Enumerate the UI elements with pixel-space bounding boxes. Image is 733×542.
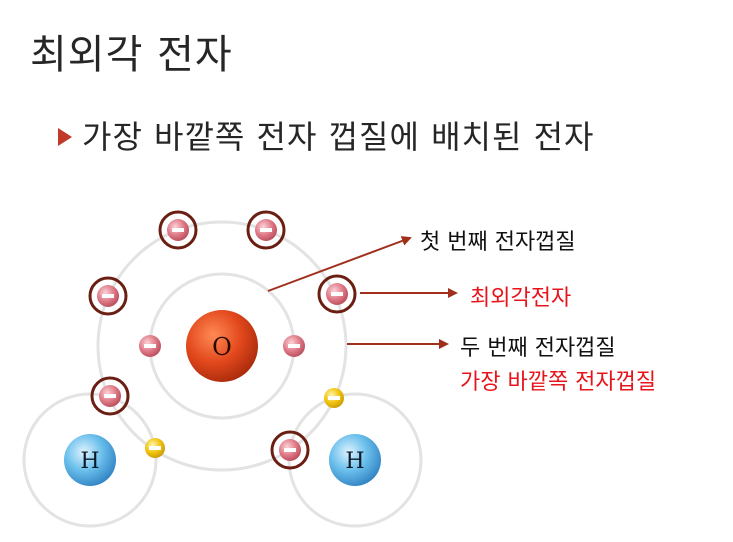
hydrogen-electron-left [145,438,165,458]
hydrogen-left-symbol: H [80,449,99,474]
bullet-text: 가장 바깥쪽 전자 껍질에 배치된 전자 [82,118,595,156]
electron-inner-right [283,335,305,357]
hydrogen-right-symbol: H [345,449,364,474]
valence-electron-bottom-right [270,430,310,470]
hydrogen-left-nucleus: H [64,434,116,486]
bullet-point: 가장 바깥쪽 전자 껍질에 배치된 전자 [58,112,594,158]
hydrogen-right-nucleus: H [329,434,381,486]
label-valence-electron: 최외각전자 [470,286,572,311]
valence-electron-bottom-left [90,376,130,416]
valence-electron-right [317,274,357,314]
bullet-arrow-icon [58,128,72,146]
label-outermost-shell: 가장 바깥쪽 전자껍질 [460,370,657,395]
electron-inner-left [139,335,161,357]
hydrogen-electron-right [324,388,344,408]
valence-electron-top-left [158,210,198,250]
oxygen-nucleus: O [186,310,258,382]
valence-electron-top-right [246,210,286,250]
slide-title: 최외각 전자 [30,32,233,78]
oxygen-symbol: O [212,333,232,361]
valence-electron-left [88,276,128,316]
arrow-first-shell [267,236,412,292]
label-first-shell: 첫 번째 전자껍질 [420,230,576,255]
hydrogen-left-shell [22,392,158,528]
oxygen-outer-shell [96,220,348,472]
label-second-shell: 두 번째 전자껍질 [460,336,616,361]
